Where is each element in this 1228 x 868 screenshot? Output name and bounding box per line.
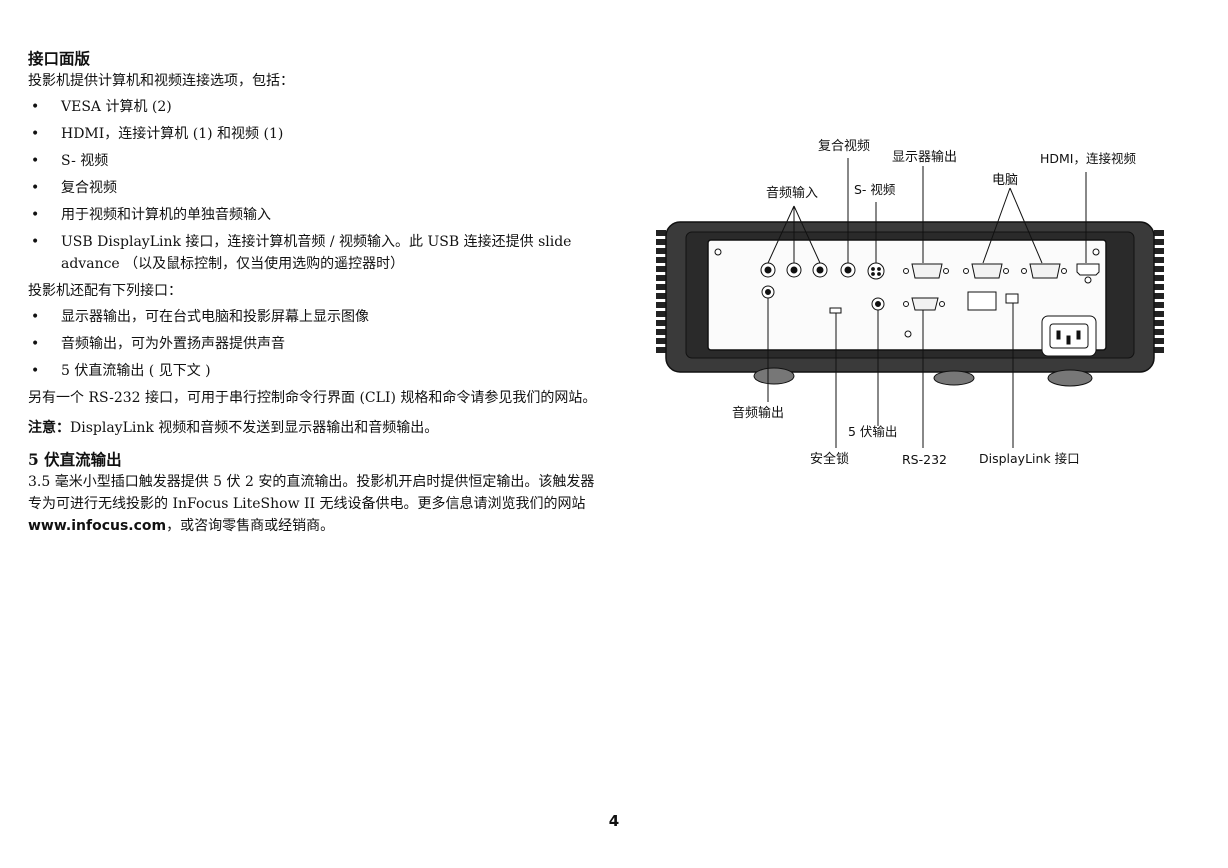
text-column: 接口面版 投影机提供计算机和视频连接选项，包括： VESA 计算机 (2) HD… <box>28 48 603 537</box>
note-paragraph: 注意：DisplayLink 视频和音频不发送到显示器输出和音频输出。 <box>28 417 603 439</box>
computer-in-port-1 <box>963 263 1009 279</box>
label-security-lock: 安全锁 <box>810 451 849 467</box>
label-dc-out: 5 伏输出 <box>848 424 897 439</box>
label-hdmi: HDMI，连接视频 <box>1040 151 1136 166</box>
list-item: 用于视频和计算机的单独音频输入 <box>28 204 603 226</box>
label-computer: 电脑 <box>992 173 1018 188</box>
label-composite-video: 复合视频 <box>818 139 870 154</box>
audio-out-jack <box>761 285 775 299</box>
label-displaylink: DisplayLink 接口 <box>979 451 1080 466</box>
s-video-jack <box>867 262 885 280</box>
list-item: 复合视频 <box>28 177 603 199</box>
projector-rear-panel-diagram: 复合视频 显示器输出 HDMI，连接视频 电脑 音频输入 S- 视频 音频输出 … <box>656 139 1164 467</box>
list-item: HDMI，连接计算机 (1) 和视频 (1) <box>28 123 603 145</box>
label-s-video: S- 视频 <box>854 182 896 197</box>
label-monitor-out: 显示器输出 <box>892 149 957 165</box>
composite-video-jack <box>840 262 856 278</box>
monitor-out-port <box>903 263 949 279</box>
left-vent <box>656 230 666 353</box>
label-audio-in: 音频输入 <box>766 185 818 201</box>
note-text: DisplayLink 视频和音频不发送到显示器输出和音频输出。 <box>70 420 439 436</box>
dc-out-jack <box>871 297 885 311</box>
callout-lines <box>767 158 1087 448</box>
website-link[interactable]: www.infocus.com <box>28 518 167 534</box>
audio-in-jacks <box>760 262 828 278</box>
intro2-text: 投影机还配有下列接口： <box>28 283 182 299</box>
blank-plate <box>967 291 997 311</box>
displaylink-usb-port <box>1005 293 1019 304</box>
rs232-port <box>903 297 945 338</box>
dc-out-text-before: 3.5 毫米小型插口触发器提供 5 伏 2 安的直流输出。投影机开启时提供恒定输… <box>28 474 595 512</box>
input-connections-list: VESA 计算机 (2) HDMI，连接计算机 (1) 和视频 (1) S- 视… <box>28 96 603 275</box>
note-label: 注意： <box>28 420 70 436</box>
dc-out-text-after: ，或咨询零售商或经销商。 <box>166 518 335 534</box>
dc-out-paragraph: 3.5 毫米小型插口触发器提供 5 伏 2 安的直流输出。投影机开启时提供恒定输… <box>28 471 603 537</box>
power-inlet <box>1041 315 1097 357</box>
right-vent <box>1154 230 1164 353</box>
panel-screws <box>714 248 1100 256</box>
label-rs232: RS-232 <box>902 452 947 467</box>
section-title-connector-panel: 接口面版 <box>28 49 91 68</box>
connector-panel <box>707 239 1107 351</box>
list-item: USB DisplayLink 接口，连接计算机音频 / 视频输入。此 USB … <box>28 231 603 275</box>
computer-in-port-2 <box>1021 263 1067 279</box>
list-item: VESA 计算机 (2) <box>28 96 603 118</box>
rs232-paragraph: 另有一个 RS-232 接口，可用于串行控制命令行界面 (CLI) 规格和命令请… <box>28 390 597 406</box>
list-item: 5 伏直流输出 ( 见下文 ) <box>28 360 603 382</box>
list-item: 音频输出，可为外置扬声器提供声音 <box>28 333 603 355</box>
hdmi-port <box>1076 263 1100 284</box>
list-item: S- 视频 <box>28 150 603 172</box>
list-item: 显示器输出，可在台式电脑和投影屏幕上显示图像 <box>28 306 603 328</box>
output-connections-list: 显示器输出，可在台式电脑和投影屏幕上显示图像 音频输出，可为外置扬声器提供声音 … <box>28 306 603 382</box>
section-title-dc-out: 5 伏直流输出 <box>28 450 122 469</box>
intro-text: 投影机提供计算机和视频连接选项，包括： <box>28 73 294 89</box>
security-lock-slot <box>829 307 842 314</box>
label-audio-out: 音频输出 <box>732 405 784 421</box>
page-number: 4 <box>608 812 620 830</box>
feet <box>753 367 1093 387</box>
